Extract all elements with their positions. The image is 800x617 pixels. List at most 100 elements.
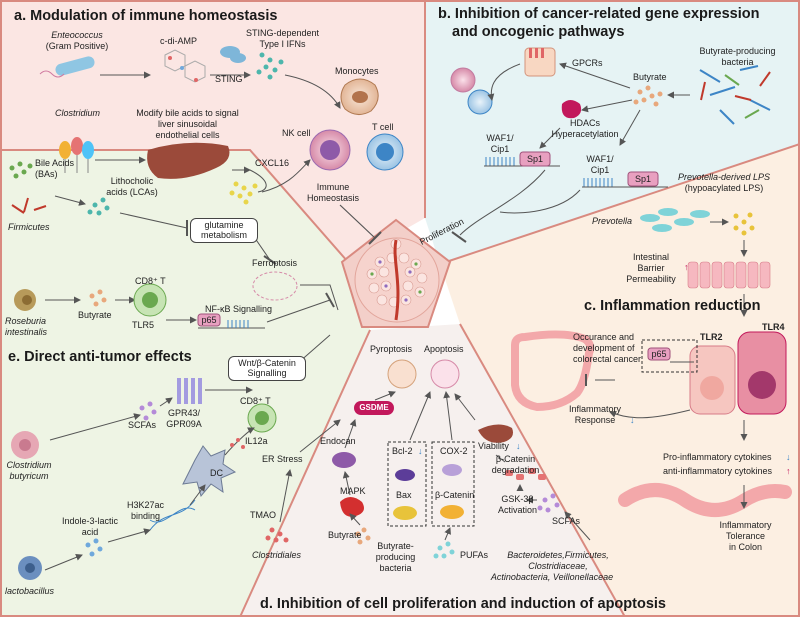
label-apoptosis: Apoptosis bbox=[424, 344, 464, 354]
panel-c-graphics bbox=[511, 208, 792, 517]
epithelium bbox=[687, 261, 771, 289]
sp1-box-b bbox=[627, 171, 659, 187]
label-sting: STING bbox=[215, 74, 243, 84]
lca-dots bbox=[87, 197, 110, 216]
ifn-dots bbox=[256, 52, 284, 80]
il12a-dots bbox=[230, 438, 245, 449]
panel-a-title: a. Modulation of immune homeostasis bbox=[14, 8, 278, 24]
label-occurance-1: Occurance and bbox=[573, 332, 635, 342]
label-sting-ifn-2: Type I IFNs bbox=[259, 39, 306, 49]
glutamine-box: glutamine metabolism bbox=[190, 218, 258, 243]
label-scfas-e: SCFAs bbox=[128, 420, 157, 430]
label-er-stress: ER Stress bbox=[262, 454, 303, 464]
label-sp1-b: Sp1 bbox=[634, 174, 651, 184]
label-nfkb: NF-κB Signalling bbox=[205, 304, 273, 314]
scfas-dots-d bbox=[537, 493, 560, 513]
c-di-amp-molecule bbox=[164, 49, 206, 83]
monocyte bbox=[340, 78, 379, 115]
label-dc: DC bbox=[210, 468, 223, 478]
label-cip1-a: Cip1 bbox=[490, 144, 510, 154]
nucleus-box bbox=[641, 339, 698, 373]
label-cd8-b: CD8⁺ T bbox=[240, 396, 271, 406]
label-cd8-a: CD8⁺ T bbox=[135, 276, 166, 286]
label-lps-2: (hypoacylated LPS) bbox=[684, 183, 764, 193]
lps-dots bbox=[733, 212, 755, 236]
panel-e-graphics bbox=[9, 161, 339, 580]
label-cb-1: Clostridium bbox=[6, 460, 52, 470]
label-lactobacillus: lactobacillus bbox=[5, 586, 55, 596]
label-roseburia-2: intestinalis bbox=[5, 327, 48, 337]
endocan-protein bbox=[332, 452, 356, 468]
label-gpcrs: GPCRs bbox=[572, 58, 603, 68]
colon bbox=[511, 330, 595, 412]
label-waf1-a: WAF1/ bbox=[486, 133, 514, 143]
label-inflam-2: Response bbox=[574, 415, 616, 425]
label-bact-2: Clostridiaceae, bbox=[528, 561, 588, 571]
label-roseburia-1: Roseburia bbox=[5, 316, 47, 326]
label-tol-3: in Colon bbox=[728, 542, 763, 552]
pro-down-arrow: ↓ bbox=[786, 452, 791, 462]
label-lca-2: acids (LCAs) bbox=[106, 187, 158, 197]
tmao-dots bbox=[265, 527, 289, 543]
gsdme-box bbox=[354, 401, 394, 415]
enterococcus-bacterium bbox=[55, 56, 95, 76]
p65-box-e bbox=[197, 313, 221, 327]
cox2-box bbox=[431, 441, 475, 527]
label-enterococcus: Enteococcus bbox=[51, 30, 103, 40]
panel-a-graphics bbox=[39, 46, 404, 245]
butyrate-d bbox=[355, 527, 371, 545]
label-sting-ifn-1: STING-dependent bbox=[245, 28, 320, 38]
panel-b-title-line1: b. Inhibition of cancer-related gene exp… bbox=[438, 6, 760, 22]
pufas-dots bbox=[433, 541, 455, 559]
label-bas: (BAs) bbox=[35, 169, 58, 179]
label-viability: Viability bbox=[478, 441, 509, 451]
panel-a-bg bbox=[0, 0, 425, 262]
label-gsdme: GSDME bbox=[359, 403, 389, 412]
label-endocan: Endocan bbox=[320, 436, 356, 446]
panel-d-title: d. Inhibition of cell proliferation and … bbox=[260, 596, 666, 612]
label-butyrate-d: Butyrate bbox=[328, 530, 362, 540]
sting-protein bbox=[220, 46, 246, 63]
label-producing-2: bacteria bbox=[721, 57, 754, 67]
label-producing-1: Butyrate-producing bbox=[699, 46, 776, 56]
clostridium-bacteria bbox=[59, 137, 94, 173]
label-pyroptosis: Pyroptosis bbox=[370, 344, 413, 354]
label-bcd-2: degradation bbox=[491, 465, 540, 475]
label-cb-2: butyricum bbox=[9, 471, 49, 481]
label-glutamine-2: metabolism bbox=[200, 230, 247, 241]
label-bact-1: Bacteroidetes,Firmicutes, bbox=[507, 550, 609, 560]
label-barrier-2: Barrier bbox=[637, 263, 665, 273]
pyroptosis-cell bbox=[387, 359, 417, 389]
label-h3-1: H3K27ac bbox=[126, 500, 165, 510]
bcl2-box bbox=[387, 441, 427, 527]
label-occurance-2: development of bbox=[573, 343, 635, 353]
panel-b-bg bbox=[425, 0, 800, 264]
label-bcd-1: β-Catenin bbox=[495, 454, 536, 464]
label-c-di-amp: c-di-AMP bbox=[160, 36, 198, 46]
label-cip1-b: Cip1 bbox=[590, 165, 610, 175]
hdacs-blob bbox=[561, 100, 582, 119]
label-ferroptosis: Ferroptosis bbox=[252, 258, 298, 268]
label-mapk: MAPK bbox=[340, 486, 366, 496]
label-bp-3: bacteria bbox=[379, 563, 412, 573]
label-tol-1: Inflammatory bbox=[719, 520, 772, 530]
bile-acid-dots bbox=[9, 161, 33, 179]
label-hdacs: HDACs bbox=[569, 118, 600, 128]
cd8-t-cell-b bbox=[247, 403, 277, 433]
label-pufas: PUFAs bbox=[460, 550, 489, 560]
label-bile-3: endothelial cells bbox=[155, 130, 220, 140]
label-bp-2: producing bbox=[375, 552, 416, 562]
viability-down-arrow: ↓ bbox=[516, 441, 521, 451]
label-gpr-1: GPR43/ bbox=[167, 408, 200, 418]
label-tlr2: TLR2 bbox=[700, 332, 723, 342]
label-gram-positive: (Gram Positive) bbox=[45, 41, 109, 51]
label-gpr-2: GPR09A bbox=[166, 419, 202, 429]
panel-d-graphics bbox=[265, 359, 591, 559]
label-bp-1: Butyrate- bbox=[377, 541, 414, 551]
label-occurance-3: colorectal cancer bbox=[573, 354, 642, 364]
label-lca-1: Lithocholic bbox=[110, 176, 154, 186]
liver bbox=[147, 142, 230, 179]
gpcr-cell bbox=[524, 47, 556, 77]
firmicutes-bacteria bbox=[11, 197, 47, 214]
prevotella-bacteria bbox=[640, 208, 710, 232]
